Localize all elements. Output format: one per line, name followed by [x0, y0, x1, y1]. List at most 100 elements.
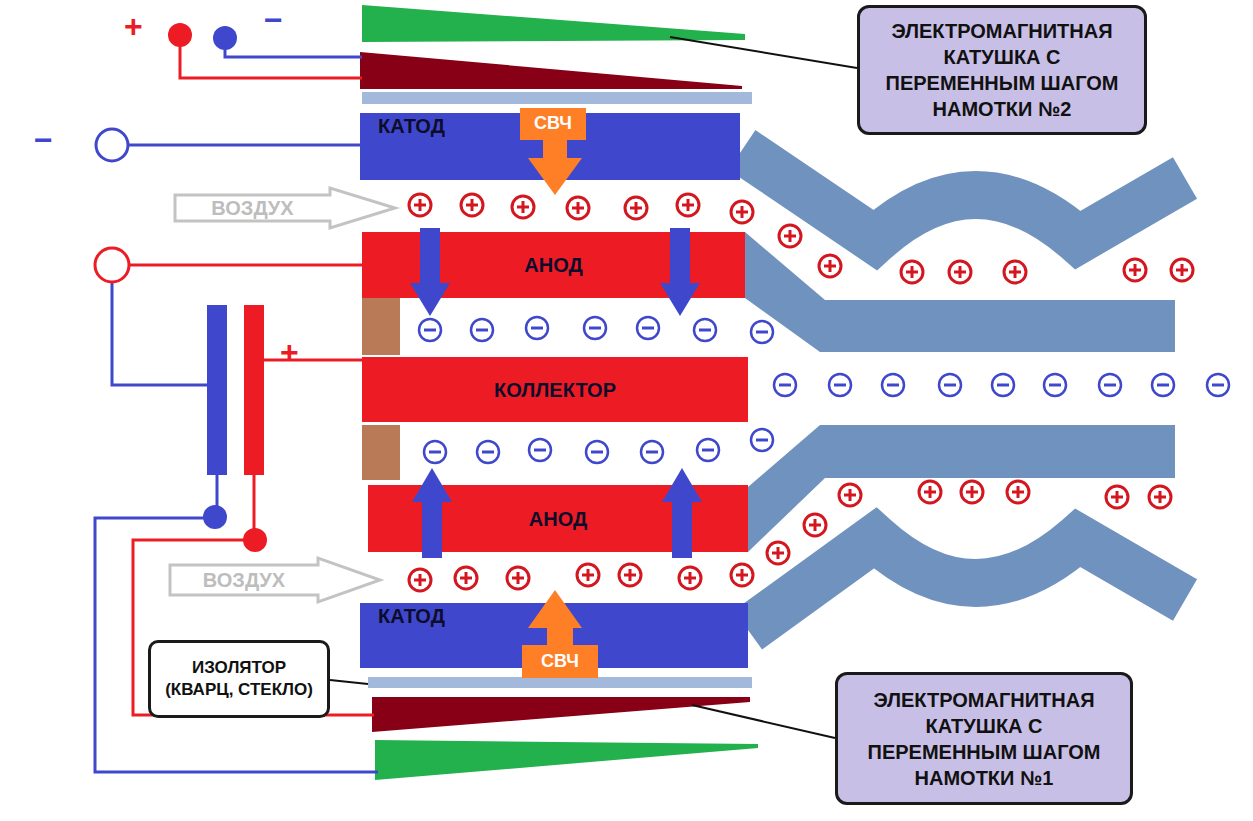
positive-ion [961, 481, 983, 503]
electron [829, 374, 851, 396]
insulator-strip [362, 92, 752, 104]
electron [584, 317, 606, 339]
particles [409, 194, 1229, 591]
electron [882, 374, 904, 396]
electrode-label-box: АНОД [362, 232, 745, 298]
electron [419, 319, 441, 341]
nozzle-outer-wall [748, 538, 1185, 630]
electrode-label-box: КОЛЛЕКТОР [362, 357, 748, 422]
terminal-ring [95, 248, 129, 282]
positive-ion [804, 514, 826, 536]
positive-ion [1171, 259, 1193, 281]
positive-ion [779, 225, 801, 247]
coil-2-winding-inner [360, 52, 742, 89]
capacitor-plate [207, 305, 227, 475]
node-text: СВЧ [541, 650, 579, 673]
capacitor-plate [244, 305, 264, 475]
electrode-label-box: КАТОД [360, 603, 748, 668]
coil-2-winding-outer [362, 5, 745, 42]
air-arrow [170, 558, 380, 602]
electron [774, 374, 796, 396]
positive-ion [901, 261, 923, 283]
electrode-label-box: АНОД [368, 485, 748, 552]
positive-ion [409, 194, 431, 216]
insulator-strip [368, 677, 752, 688]
positive-ion [625, 197, 647, 219]
node-text: АНОД [529, 506, 587, 532]
air-arrow [175, 188, 395, 228]
microwave-arrow-head [528, 590, 582, 628]
electron [694, 319, 716, 341]
polarity-sign: + [124, 10, 143, 42]
positive-ion [1149, 486, 1171, 508]
electron [1044, 374, 1066, 396]
callout-box: ИЗОЛЯТОР (КВАРЦ, СТЕКЛО) [148, 640, 330, 718]
positive-ion [507, 567, 529, 589]
callout-box: СВЧ [522, 645, 598, 678]
node-text: ВОЗДУХ [211, 195, 293, 221]
positive-ion [455, 567, 477, 589]
electron [751, 321, 773, 343]
positive-ion [949, 261, 971, 283]
coil-1-winding-inner [372, 697, 750, 732]
electron [939, 374, 961, 396]
positive-ion [919, 481, 941, 503]
electron [1207, 374, 1229, 396]
microwave-arrow-shaft [547, 625, 573, 647]
positive-ion [1004, 261, 1026, 283]
terminal-dot [213, 26, 237, 50]
nozzle-inner-wall [745, 232, 1175, 352]
electron [529, 439, 551, 461]
callout-box: ЭЛЕКТРОМАГНИТНАЯ КАТУШКА С ПЕРЕМЕННЫМ ША… [857, 5, 1147, 135]
electron [526, 317, 548, 339]
leader-lines [330, 37, 857, 738]
callout-box: СВЧ [520, 108, 586, 140]
node-text: КАТОД [378, 113, 445, 139]
electron [477, 441, 499, 463]
electron [637, 317, 659, 339]
electron [1152, 374, 1174, 396]
electron [992, 374, 1014, 396]
node-text: АНОД [524, 252, 582, 278]
electrode-label-box: КАТОД [360, 113, 740, 180]
positive-ion [1007, 481, 1029, 503]
positive-ion [1124, 259, 1146, 281]
coil-1-winding-outer [375, 740, 758, 780]
positive-ion [819, 255, 841, 277]
callout-box: ЭЛЕКТРОМАГНИТНАЯ КАТУШКА С ПЕРЕМЕННЫМ ША… [835, 672, 1133, 805]
electron [586, 441, 608, 463]
electron-arrows [410, 228, 702, 558]
node-text: КОЛЛЕКТОР [494, 377, 616, 403]
electron [1099, 374, 1121, 396]
positive-ion [839, 484, 861, 506]
node-text: ВОЗДУХ [203, 567, 285, 593]
spacer-block [362, 425, 400, 480]
positive-ion [679, 567, 701, 589]
positive-ion [409, 569, 431, 591]
positive-ion [767, 542, 789, 564]
node-text: КАТОД [378, 603, 445, 629]
positive-ion [512, 196, 534, 218]
node-text: ИЗОЛЯТОР (КВАРЦ, СТЕКЛО) [161, 657, 317, 701]
node-text: ЭЛЕКТРОМАГНИТНАЯ КАТУШКА С ПЕРЕМЕННЫМ ША… [870, 18, 1134, 122]
node-text: СВЧ [534, 112, 572, 135]
positive-ion [461, 194, 483, 216]
microwave-arrow-head [528, 158, 582, 195]
positive-ion [619, 564, 641, 586]
electrode-label-box: ВОЗДУХ [170, 560, 318, 600]
electron [751, 429, 773, 451]
positive-ion [567, 197, 589, 219]
electron [471, 319, 493, 341]
positive-ion [677, 194, 699, 216]
microwave-arrow-shaft [543, 138, 567, 160]
terminal-dot [203, 505, 227, 529]
electron [697, 439, 719, 461]
electron [641, 441, 663, 463]
polarity-sign: − [264, 4, 283, 36]
terminal-dot [243, 528, 267, 552]
